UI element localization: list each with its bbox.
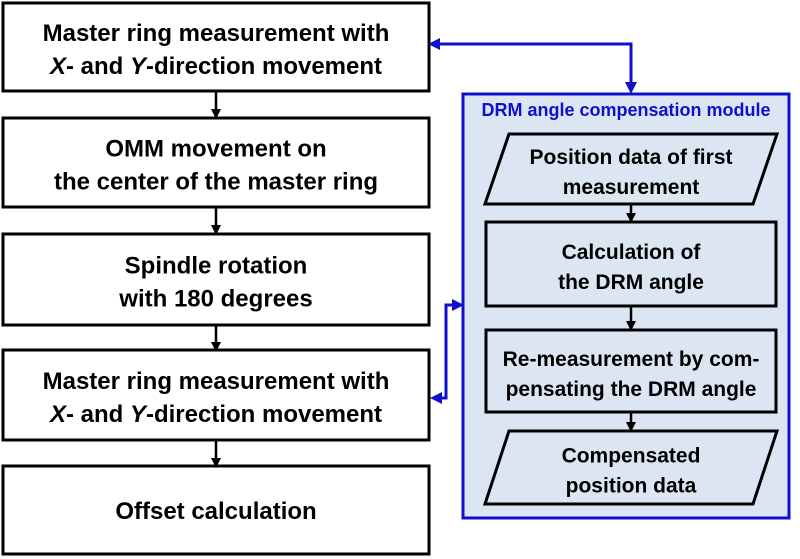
- module-step-line: Re-measurement by com-: [503, 348, 760, 371]
- flow-step-2: OMM movement on the center of the master …: [1, 116, 431, 209]
- module-step-line: pensating the DRM angle: [506, 378, 757, 401]
- flow-step-box: [1, 232, 431, 327]
- flow-step-line2: X- and Y-direction movement: [48, 401, 382, 428]
- flow-step-line1: OMM movement on: [105, 136, 326, 163]
- module-title: DRM angle compensation module: [481, 100, 770, 120]
- connector-bottom: [434, 299, 464, 400]
- module-step-line: Position data of first: [529, 146, 732, 169]
- module-step-line: Calculation of: [562, 241, 702, 264]
- flow-step-4: Master ring measurement with X- and Y-dir…: [1, 348, 431, 442]
- flow-step-1: Master ring measurement with X- and Y-dir…: [1, 1, 431, 93]
- process-box: [484, 328, 778, 414]
- module-step-3: Re-measurement by com-pensating the DRM …: [484, 328, 778, 414]
- flow-step-5: Offset calculation: [1, 464, 431, 556]
- module-step-line: the DRM angle: [558, 271, 704, 294]
- flow-step-line1: Spindle rotation: [125, 253, 308, 280]
- flow-step-line2: the center of the master ring: [54, 169, 378, 196]
- flow-step-line1: Master ring measurement with: [43, 368, 390, 395]
- data-parallelogram: [482, 429, 780, 506]
- module-step-line: position data: [566, 475, 697, 498]
- flow-step-box: [1, 464, 431, 556]
- module-step-line: measurement: [563, 176, 700, 199]
- flow-step-line2: X- and Y-direction movement: [48, 53, 382, 80]
- module-step-2: Calculation of the DRM angle: [484, 220, 778, 308]
- module-step-4: Compensated position data: [482, 429, 780, 506]
- module-step-1: Position data of first measurement: [482, 132, 780, 206]
- connector-top: [428, 38, 633, 88]
- flow-step-line1: Master ring measurement with: [43, 20, 390, 47]
- flow-step-box: [1, 1, 431, 93]
- process-box: [484, 220, 778, 308]
- module-step-line: Compensated: [562, 445, 701, 468]
- flow-step-line1: Offset calculation: [115, 498, 316, 525]
- data-parallelogram: [482, 132, 780, 206]
- flow-step-3: Spindle rotation with 180 degrees: [1, 232, 431, 327]
- flow-step-line2: with 180 degrees: [118, 286, 312, 313]
